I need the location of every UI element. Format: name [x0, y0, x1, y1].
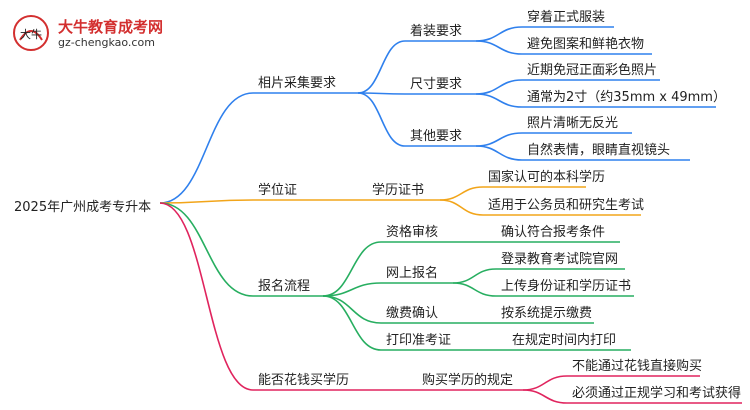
- branch-0-child-2-leaf-1-connector: [475, 145, 523, 161]
- root-to-branch-1-connector: [159, 199, 254, 204]
- branch-0-child-1-connector: [357, 92, 406, 95]
- branch-0-child-0-leaf-0-connector: [475, 26, 523, 42]
- branch-0-child-1-leaf-1-connector: [475, 93, 523, 108]
- photo-other-node: 其他要求: [410, 129, 463, 144]
- reg-print-node: 打印准考证: [386, 333, 452, 348]
- photo-size-leaf-2: 通常为2寸（约35mm x 49mm）: [527, 90, 726, 105]
- branch-0-child-1-leaf-0-connector: [475, 79, 523, 95]
- branch-1-child-0-leaf-1-connector: [439, 199, 484, 216]
- logo-badge-icon: 大牛: [13, 15, 49, 51]
- branch-3-child-0-leaf-0-connector: [522, 375, 568, 391]
- root-to-branch-3-connector: [159, 202, 254, 391]
- branch-2-child-2-connector: [322, 295, 382, 324]
- branch-0-child-2-leaf-0-connector: [475, 132, 523, 147]
- brand-logo: 大牛 大牛教育成考网 gz-chengkao.com: [6, 14, 196, 54]
- logo-badge-text: 大牛: [20, 27, 42, 41]
- branch-buy-degree: 能否花钱买学历: [258, 373, 350, 388]
- photo-other-leaf-2: 自然表情，眼睛直视镜头: [527, 143, 671, 158]
- branch-degree-certificate: 学位证: [258, 183, 298, 198]
- degree-diploma-node: 学历证书: [372, 183, 425, 198]
- branch-0-child-0-connector: [357, 40, 406, 94]
- branch-3-child-0-leaf-1-connector: [522, 389, 568, 404]
- reg-qualification-leaf: 确认符合报考条件: [501, 225, 606, 240]
- branch-2-child-0-connector: [322, 241, 382, 297]
- branch-0-child-0-leaf-1-connector: [475, 40, 523, 55]
- branch-2-child-1-leaf-1-connector: [452, 282, 497, 297]
- buy-degree-leaf-1: 不能通过花钱直接购买: [572, 359, 703, 374]
- branch-1-child-0-leaf-0-connector: [439, 186, 484, 201]
- reg-print-leaf: 在规定时间内打印: [512, 333, 617, 348]
- root-node: 2025年广州成考专升本: [14, 200, 152, 215]
- branch-2-child-3-connector: [322, 295, 382, 351]
- photo-attire-node: 着装要求: [410, 24, 463, 39]
- branch-registration-process: 报名流程: [258, 279, 311, 294]
- degree-diploma-leaf-1: 国家认可的本科学历: [488, 170, 606, 185]
- photo-size-node: 尺寸要求: [410, 77, 463, 92]
- branch-2-child-1-connector: [322, 282, 382, 297]
- buy-degree-rule-node: 购买学历的规定: [422, 373, 514, 388]
- branch-photo-requirements: 相片采集要求: [258, 76, 337, 91]
- photo-attire-leaf-2: 避免图案和鲜艳衣物: [527, 37, 645, 52]
- branch-0-child-2-connector: [357, 92, 406, 147]
- photo-attire-leaf-1: 穿着正式服装: [527, 10, 606, 25]
- root-to-branch-0-connector: [159, 92, 254, 204]
- reg-online-leaf-1: 登录教育考试院官网: [501, 252, 619, 267]
- branch-2-child-1-leaf-0-connector: [452, 268, 497, 284]
- photo-other-leaf-1: 照片清晰无反光: [527, 116, 619, 131]
- reg-payment-node: 缴费确认: [386, 306, 439, 321]
- brand-url: gz-chengkao.com: [58, 36, 155, 49]
- buy-degree-leaf-2: 必须通过正规学习和考试获得: [572, 386, 742, 401]
- brand-title: 大牛教育成考网: [58, 18, 164, 36]
- root-to-branch-2-connector: [159, 202, 254, 297]
- photo-size-leaf-1: 近期免冠正面彩色照片: [527, 63, 658, 78]
- degree-diploma-leaf-2: 适用于公务员和研究生考试: [488, 198, 645, 213]
- reg-payment-leaf: 按系统提示缴费: [501, 306, 593, 321]
- reg-online-node: 网上报名: [386, 266, 439, 281]
- reg-qualification-node: 资格审核: [386, 225, 439, 240]
- reg-online-leaf-2: 上传身份证和学历证书: [501, 279, 632, 294]
